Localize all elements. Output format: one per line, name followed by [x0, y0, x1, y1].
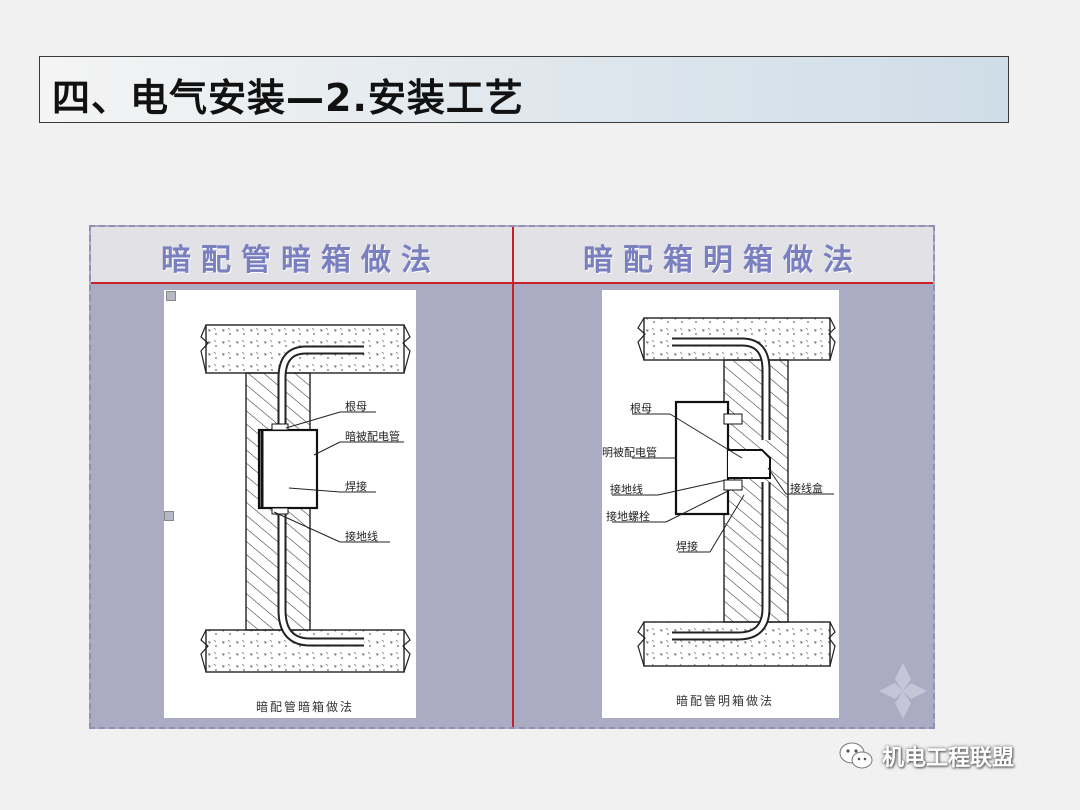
resize-handle-left	[164, 511, 174, 521]
left-label-conduit: 暗被配电管	[345, 430, 400, 443]
resize-handle-top	[166, 291, 176, 301]
right-label-junction-box: 接线盒	[790, 482, 823, 495]
right-label-ground-wire: 接地线	[610, 483, 643, 496]
right-label-conduit: 明被配电管	[602, 446, 657, 459]
column-divider-line	[512, 227, 514, 727]
left-label-weld: 焊接	[345, 480, 367, 493]
right-label-locknut: 根母	[630, 402, 652, 415]
right-construction-drawing: 根母 明被配电管 接地线 接地螺栓 焊接 接线盒 暗配管明箱做法	[602, 290, 839, 718]
right-label-weld: 焊接	[676, 540, 698, 553]
right-column-heading: 暗配箱明箱做法	[583, 243, 863, 278]
right-caption: 暗配管明箱做法	[676, 694, 775, 708]
left-drawing-graphic	[200, 324, 411, 673]
left-column-heading: 暗配管暗箱做法	[161, 243, 441, 278]
right-label-ground-bolt: 接地螺栓	[606, 510, 650, 523]
watermark: 机电工程联盟	[838, 736, 1014, 776]
watermark-text: 机电工程联盟	[882, 746, 1015, 771]
slide-title-bar: 四、电气安装—2.安装工艺	[39, 56, 1009, 123]
left-caption: 暗配管暗箱做法	[256, 700, 355, 714]
left-label-ground-wire: 接地线	[345, 530, 378, 543]
diagram-panel: 暗配管暗箱做法 暗配箱明箱做法	[89, 225, 935, 729]
left-label-locknut: 根母	[345, 400, 367, 413]
slide-title: 四、电气安装—2.安装工艺	[52, 76, 524, 120]
wechat-icon	[839, 742, 873, 769]
right-drawing-graphic	[612, 317, 836, 667]
decorative-flower-icon	[879, 663, 927, 719]
left-construction-drawing: 根母 暗被配电管 焊接 接地线 暗配管暗箱做法	[164, 290, 416, 718]
